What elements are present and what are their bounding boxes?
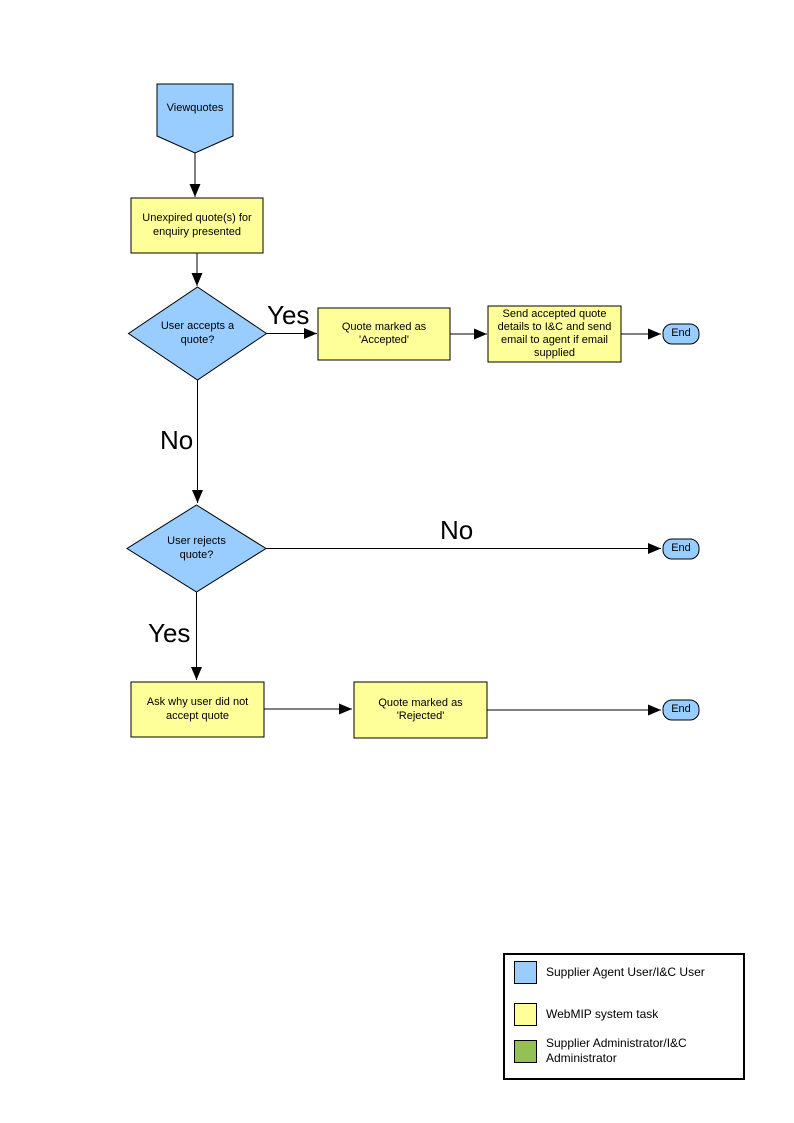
accept-decision-label: User accepts a quote? [160,320,235,346]
end-no-reject-shape [662,538,700,560]
legend-box: Supplier Agent User/I&C User WebMIP syst… [503,953,745,1080]
ask-why-shape [130,681,265,738]
legend-item-admin-label: Supplier Administrator/I&C Administrator [546,1036,687,1065]
mark-accepted-shape [317,307,451,361]
end-accept-shape [662,323,700,345]
reject-no-label: No [440,515,474,545]
task-swatch-icon [514,1003,537,1026]
reject-yes-label: Yes [148,618,191,648]
user-swatch-icon [514,961,537,984]
end-reject-shape [662,699,700,721]
send-details-label: Send accepted quote details to I&C and s… [497,307,612,360]
legend-item-task-label: WebMIP system task [546,1007,659,1021]
accept-decision-shape [127,286,268,381]
present-quotes-label: Unexpired quote(s) for enquiry presented [142,212,252,238]
reject-decision-shape [126,504,267,593]
accept-yes-label: Yes [267,300,310,330]
present-quotes-shape [130,197,264,254]
start-node-label: Viewquotes [166,102,224,115]
end-reject-label: End [671,703,691,716]
mark-rejected-label: Quote marked as 'Rejected' [378,696,463,722]
legend-item-admin: Supplier Administrator/I&C Administrator [514,1036,738,1066]
legend-item-user: Supplier Agent User/I&C User [514,961,738,984]
admin-swatch-icon [514,1039,537,1063]
legend-item-user-label: Supplier Agent User/I&C User [546,965,705,979]
mark-rejected-shape [353,681,488,739]
start-node-shape [156,83,234,154]
ask-why-label: Ask why user did not accept quote [146,696,249,722]
reject-decision-label: User rejects quote? [167,535,226,561]
mark-accepted-label: Quote marked as 'Accepted' [341,320,427,346]
accept-no-label: No [160,425,194,455]
end-accept-label: End [671,327,691,340]
send-details-shape [487,305,622,363]
end-no-reject-label: End [671,542,691,555]
legend-item-task: WebMIP system task [514,1003,738,1026]
